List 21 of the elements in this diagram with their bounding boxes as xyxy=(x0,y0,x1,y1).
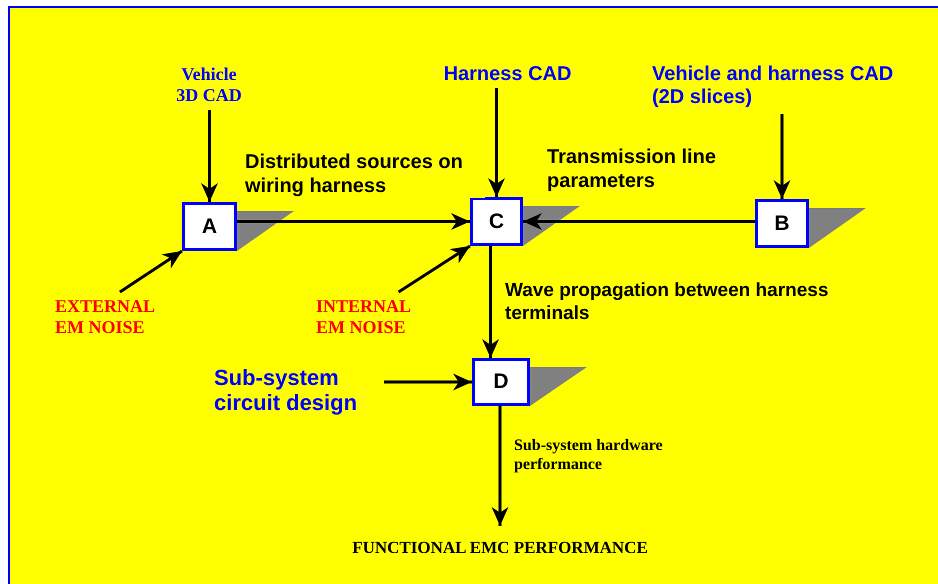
arrow xyxy=(774,114,790,199)
process-box: A xyxy=(182,202,237,251)
process-box: C xyxy=(470,197,523,246)
arrow xyxy=(119,250,183,294)
arrow xyxy=(523,213,755,230)
node-label: Vehicle and harness CAD (2D slices) xyxy=(652,62,894,108)
node-label: INTERNAL EM NOISE xyxy=(316,296,412,338)
arrow xyxy=(488,88,505,197)
node-label: Harness CAD xyxy=(444,62,572,86)
arrow xyxy=(384,374,472,390)
arrow xyxy=(398,244,471,294)
arrow xyxy=(201,110,218,202)
node-label: EXTERNAL EM NOISE xyxy=(55,296,156,338)
process-box: B xyxy=(755,199,809,248)
arrow xyxy=(482,246,500,358)
node-label: Vehicle 3D CAD xyxy=(175,64,243,106)
node-label: Sub-system circuit design xyxy=(214,364,358,416)
arrow xyxy=(492,406,508,526)
arrow xyxy=(237,213,470,230)
process-box: D xyxy=(472,358,530,406)
node-label: FUNCTIONAL EMC PERFORMANCE xyxy=(352,538,648,558)
